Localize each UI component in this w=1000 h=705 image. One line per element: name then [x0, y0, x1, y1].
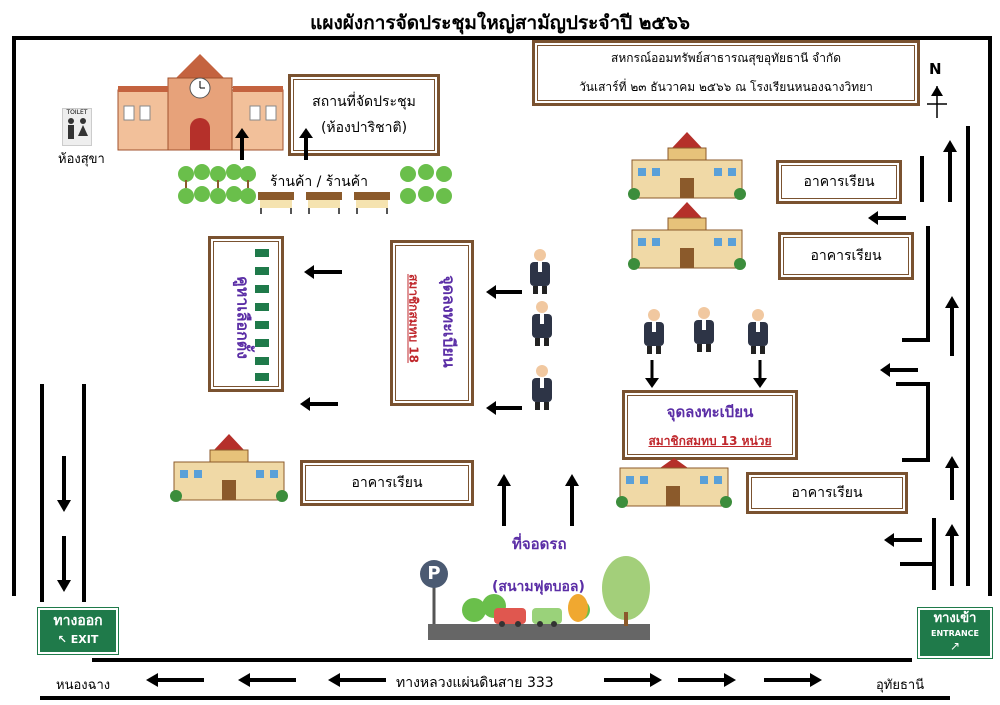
- header-org: สหกรณ์ออมทรัพย์สาธารณสุขอุทัยธานี จำกัด: [611, 51, 841, 65]
- arrow-left-reg-2: [486, 401, 522, 415]
- entrance-lane-seg3-h2: [902, 458, 930, 462]
- frame-left: [12, 36, 16, 596]
- toilet-label: ห้องสุขา: [58, 152, 105, 167]
- arrow-down-exit-1: [57, 456, 71, 512]
- venue-room: (ห้องปาริชาติ): [320, 120, 408, 136]
- parking-label: ที่จอดรถ: [512, 535, 567, 553]
- booth-stalls-icon: [255, 249, 269, 381]
- arrow-left-parking-entry: [884, 533, 922, 547]
- header-box: สหกรณ์ออมทรัพย์สาธารณสุขอุทัยธานี จำกัด …: [532, 40, 920, 106]
- exit-lane-right: [82, 384, 86, 602]
- building-box-3: อาคารเรียน: [300, 460, 474, 506]
- arrow-up-venue-2: [299, 128, 313, 160]
- road-left-town: หนองฉาง: [56, 678, 111, 693]
- parking-sign-icon: P: [420, 560, 448, 588]
- road-right-town: อุทัยธานี: [876, 678, 925, 693]
- venue-name: สถานที่จัดประชุม: [312, 94, 416, 110]
- arrow-right-road-2: [678, 673, 736, 687]
- entrance-lane-outer: [966, 126, 970, 586]
- trees-right-icon: [400, 164, 452, 204]
- header-date-place: วันเสาร์ที่ ๒๓ ธันวาคม ๒๕๖๖ ณ โรงเรียนหน…: [579, 80, 873, 94]
- voting-booth-box: คูหาเลือกตั้ง: [208, 236, 284, 392]
- arrow-up-venue-1: [235, 128, 249, 160]
- arrow-up-parking-2: [565, 474, 579, 526]
- venue-box: สถานที่จัดประชุม (ห้องปาริชาติ): [288, 74, 440, 156]
- frame-top: [12, 36, 992, 40]
- exit-sign-thai: ทางออก: [53, 613, 103, 629]
- parking-illustration-icon: [428, 556, 650, 640]
- arrow-up-entrance-2: [945, 296, 959, 356]
- arrow-left-booth-2: [300, 397, 338, 411]
- arrow-up-entrance-1: [943, 140, 957, 202]
- registration-right-box: จุดลงทะเบียน สมาชิกสมทบ 13 หน่วย: [622, 390, 798, 460]
- arrow-right-road-1: [604, 673, 662, 687]
- person-icon: [644, 309, 664, 354]
- road-name: ทางหลวงแผ่นดินสาย 333: [396, 675, 554, 691]
- parking-sub-label: (สนามฟุตบอล): [492, 579, 585, 595]
- entrance-sign-eng: ENTRANCE: [931, 629, 979, 638]
- arrow-right-road-3: [764, 673, 822, 687]
- school-building-icon: [170, 434, 288, 502]
- arrow-left-booth-1: [304, 265, 342, 279]
- arrow-left-road-2: [238, 673, 296, 687]
- entrance-sign-thai: ทางเข้า: [933, 611, 977, 626]
- building-label-2: อาคารเรียน: [810, 248, 882, 264]
- person-icon: [530, 249, 550, 294]
- registration-right-title: จุดลงทะเบียน: [666, 402, 754, 421]
- school-building-icon: [616, 458, 732, 508]
- shops-label: ร้านค้า / ร้านค้า: [270, 174, 368, 190]
- arrow-up-parking-1: [497, 474, 511, 526]
- exit-sign-eng: EXIT: [70, 633, 99, 646]
- registration-left-title: จุดลงทะเบียน: [439, 275, 459, 368]
- shop-stalls-icon: [258, 192, 390, 214]
- entrance-lane-seg2-h: [902, 338, 930, 342]
- entrance-lane-seg2-v: [926, 226, 930, 340]
- page-title: แผงผังการจัดประชุมใหญ่สามัญประจำปี ๒๕๖๖: [310, 12, 690, 34]
- road-bottom-line: [40, 696, 950, 700]
- arrow-down-reg-1: [645, 360, 659, 388]
- venue-building-icon: [117, 54, 284, 151]
- exit-sign: ทางออก ↖ EXIT: [37, 607, 119, 655]
- person-icon: [532, 365, 552, 410]
- arrow-left-road-1: [146, 673, 204, 687]
- trees-left-icon: [178, 164, 256, 204]
- entrance-lane-seg4-h: [900, 562, 936, 566]
- toilet-sign-icon: TOILET: [62, 108, 92, 146]
- compass-north-label: N: [929, 60, 942, 78]
- school-building-icon: [628, 202, 746, 270]
- arrow-up-entrance-3: [945, 456, 959, 500]
- arrow-down-reg-2: [753, 360, 767, 388]
- arrow-down-exit-2: [57, 536, 71, 592]
- compass-icon: [927, 86, 947, 118]
- person-icon: [694, 307, 714, 352]
- entrance-lane-seg3-h: [896, 382, 928, 386]
- person-icon: [532, 301, 552, 346]
- voting-booth-label: คูหาเลือกตั้ง: [233, 275, 253, 359]
- entrance-lane-top: [920, 156, 924, 202]
- building-label-1: อาคารเรียน: [803, 174, 875, 190]
- arrow-left-reg-entry: [880, 363, 918, 377]
- arrow-left-reg-1: [486, 285, 522, 299]
- building-box-4: อาคารเรียน: [746, 472, 908, 514]
- building-label-3: อาคารเรียน: [351, 475, 423, 491]
- building-box-1: อาคารเรียน: [776, 160, 902, 204]
- arrow-up-entrance-4: [945, 524, 959, 586]
- arrow-left-road-3: [328, 673, 386, 687]
- frame-right: [988, 36, 992, 596]
- entrance-lane-seg3-v: [926, 382, 930, 460]
- registration-left-sub: สมาชิกสมทบ 18: [406, 273, 421, 364]
- exit-arrow-icon: ↖: [57, 633, 67, 646]
- school-building-icon: [628, 132, 746, 200]
- building-box-2: อาคารเรียน: [778, 232, 914, 280]
- arrow-left-building-entry: [868, 211, 906, 225]
- entrance-sign: ทางเข้า ENTRANCE ↗: [917, 607, 993, 659]
- exit-lane-left: [40, 384, 44, 602]
- building-label-4: อาคารเรียน: [791, 485, 863, 501]
- registration-left-box: จุดลงทะเบียน สมาชิกสมทบ 18: [390, 240, 474, 406]
- person-icon: [748, 309, 768, 354]
- road-top-line: [92, 658, 912, 662]
- entrance-lane-seg4-v: [932, 518, 936, 590]
- registration-right-sub: สมาชิกสมทบ 13 หน่วย: [648, 433, 772, 448]
- entrance-arrow-icon: ↗: [949, 639, 961, 653]
